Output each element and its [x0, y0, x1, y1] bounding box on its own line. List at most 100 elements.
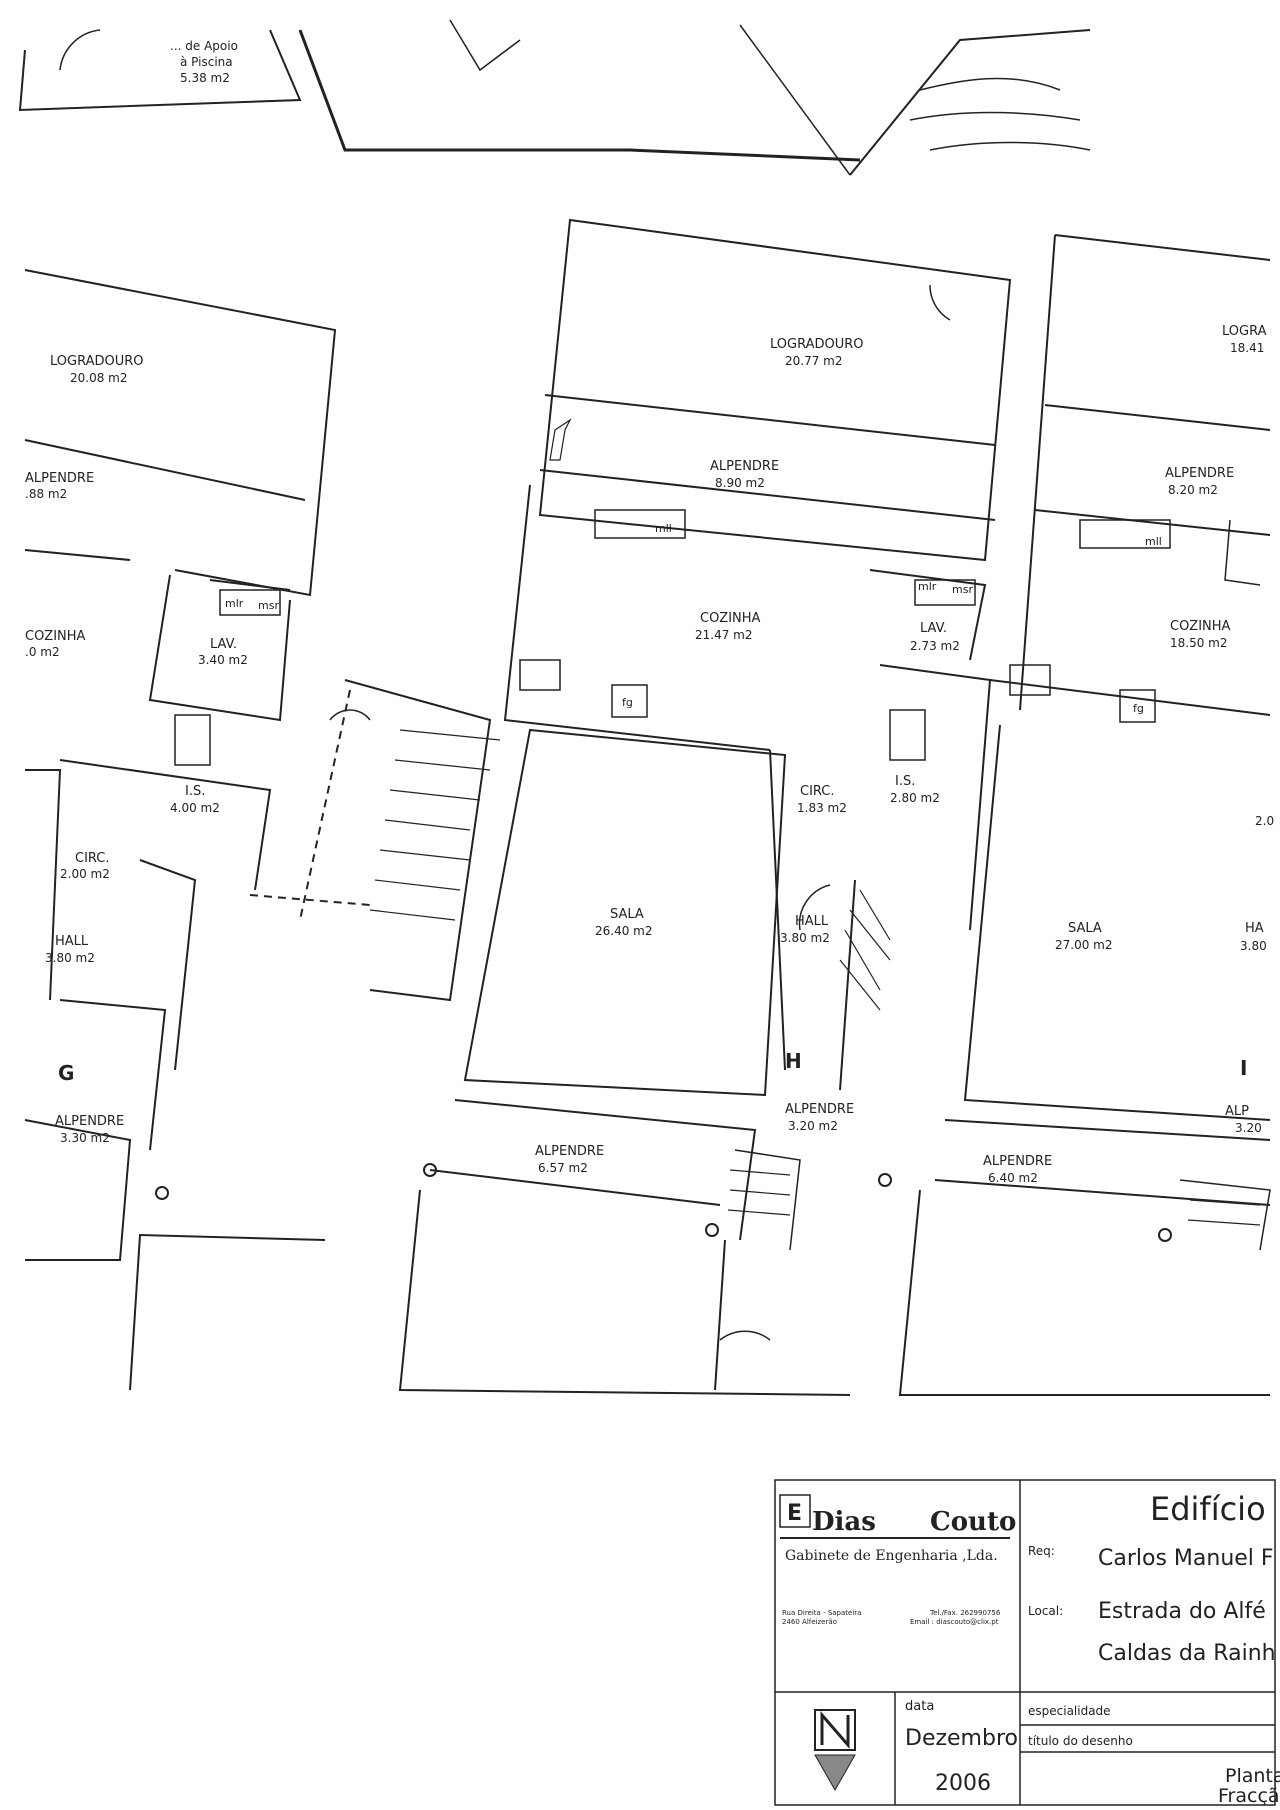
- drawing-title-label: título do desenho: [1028, 1734, 1133, 1748]
- area-g-alpendre-bottom: 3.30 m2: [60, 1131, 110, 1145]
- company-name-dias: Dias: [812, 1507, 876, 1537]
- req-value: Carlos Manuel F: [1098, 1546, 1274, 1571]
- req-label: Req:: [1028, 1544, 1055, 1558]
- drawing-title-1: Planta: [1225, 1765, 1280, 1787]
- pool-annex-labels: ... de Apoio à Piscina 5.38 m2: [170, 39, 238, 85]
- date-year: 2006: [935, 1771, 991, 1796]
- label-h-alpendre-top: ALPENDRE: [710, 459, 779, 474]
- label-g-circ: CIRC.: [75, 851, 110, 866]
- area-h-circ: 1.83 m2: [797, 801, 847, 815]
- columns: [155, 1163, 1172, 1242]
- fixture-i-ml: mll: [1145, 535, 1162, 548]
- label-g-alpendre-bottom: ALPENDRE: [55, 1114, 124, 1129]
- area-h-sala: 26.40 m2: [595, 924, 653, 938]
- area-i-cozinha: 18.50 m2: [1170, 636, 1228, 650]
- label-h-logradouro: LOGRADOURO: [770, 337, 864, 352]
- unit-g-labels: LOGRADOURO 20.08 m2 ALPENDRE .88 m2 COZI…: [25, 354, 279, 1145]
- area-h-cozinha: 21.47 m2: [695, 628, 753, 642]
- label-g-is: I.S.: [185, 784, 205, 799]
- label-i-logradouro: LOGRA: [1222, 324, 1267, 339]
- label-h-circ: CIRC.: [800, 784, 835, 799]
- unit-g-outline: [24, 269, 337, 1391]
- company-address-1: Rua Direita - Sapateira: [782, 1609, 861, 1617]
- area-annex: 5.38 m2: [180, 71, 230, 85]
- area-g-logradouro: 20.08 m2: [70, 371, 128, 385]
- label-h-alpendre-sala: ALPENDRE: [535, 1144, 604, 1159]
- fixture-g-msr: msr: [258, 599, 279, 612]
- unit-i-letter: I: [1240, 1056, 1247, 1080]
- label-h-cozinha: COZINHA: [700, 611, 761, 626]
- label-h-is: I.S.: [895, 774, 915, 789]
- fixture-h-fg: fg: [622, 696, 633, 709]
- area-h-alpendre-top: 8.90 m2: [715, 476, 765, 490]
- unit-h-labels: LOGRADOURO 20.77 m2 ALPENDRE 8.90 m2 COZ…: [535, 337, 973, 1175]
- company-subtitle: Gabinete de Engenharia ,Lda.: [785, 1548, 998, 1564]
- area-g-cozinha: .0 m2: [25, 645, 60, 659]
- unit-h-letter: H: [785, 1049, 802, 1073]
- project-title: Edifício: [1150, 1490, 1266, 1528]
- area-h-is: 2.80 m2: [890, 791, 940, 805]
- label-i-alpendre-sala: ALPENDRE: [983, 1154, 1052, 1169]
- area-h-alpendre-bottom: 3.20 m2: [788, 1119, 838, 1133]
- area-g-hall: 3.80 m2: [45, 951, 95, 965]
- unit-i-labels: LOGRA 18.41 ALPENDRE 8.20 m2 COZINHA 18.…: [983, 324, 1274, 1185]
- local-value-1: Estrada do Alfé: [1098, 1599, 1266, 1624]
- area-i-alpendre-top: 8.20 m2: [1168, 483, 1218, 497]
- fixture-g-mlr: mlr: [225, 597, 244, 610]
- label-h-lav: LAV.: [920, 621, 947, 636]
- local-value-2: Caldas da Rainh: [1098, 1641, 1276, 1666]
- company-logo-letter: E: [787, 1501, 802, 1526]
- area-g-lav: 3.40 m2: [198, 653, 248, 667]
- area-h-hall: 3.80 m2: [780, 931, 830, 945]
- company-name-couto: Couto: [930, 1507, 1016, 1537]
- area-g-is: 4.00 m2: [170, 801, 220, 815]
- label-annex-suffix: à Piscina: [180, 55, 233, 69]
- area-i-hall: 3.80: [1240, 939, 1267, 953]
- label-h-sala: SALA: [610, 907, 644, 922]
- area-i-alpendre-bottom: 3.20: [1235, 1121, 1262, 1135]
- area-i-alpendre-sala: 6.40 m2: [988, 1171, 1038, 1185]
- label-annex-prefix: ... de Apoio: [170, 39, 238, 53]
- label-g-cozinha: COZINHA: [25, 629, 86, 644]
- company-address-2: 2460 Alfeizerão: [782, 1618, 837, 1626]
- company-logo-box: [779, 1494, 811, 1528]
- label-i-cozinha: COZINHA: [1170, 619, 1231, 634]
- fixture-h-msr: msr: [952, 583, 973, 596]
- area-i-sala: 27.00 m2: [1055, 938, 1113, 952]
- fixture-i-fg: fg: [1133, 702, 1144, 715]
- label-i-sala: SALA: [1068, 921, 1102, 936]
- fixture-h-mlr: mlr: [918, 580, 937, 593]
- area-i-circ-partial: 2.0: [1255, 814, 1274, 828]
- north-arrow-icon: [814, 1709, 856, 1792]
- area-h-lav: 2.73 m2: [910, 639, 960, 653]
- local-label: Local:: [1028, 1604, 1063, 1618]
- label-h-alpendre-bottom: ALPENDRE: [785, 1102, 854, 1117]
- unit-g-letter: G: [58, 1061, 74, 1085]
- pool-annex-area: [18, 19, 1091, 176]
- fixture-h-ml: mll: [655, 522, 672, 535]
- company-contact-1: Tel./Fax. 262990756: [929, 1609, 1001, 1617]
- area-g-circ: 2.00 m2: [60, 867, 110, 881]
- spec-label: especialidade: [1028, 1704, 1111, 1718]
- unit-h-outline: [398, 218, 1012, 1396]
- area-h-alpendre-sala: 6.57 m2: [538, 1161, 588, 1175]
- label-h-hall: HALL: [795, 914, 829, 929]
- drawing-title-2: Fracçã: [1218, 1785, 1280, 1807]
- area-g-alpendre-top: .88 m2: [25, 487, 67, 501]
- label-g-logradouro: LOGRADOURO: [50, 354, 144, 369]
- label-i-alpendre-bottom: ALP: [1225, 1104, 1249, 1119]
- area-i-logradouro: 18.41: [1230, 341, 1264, 355]
- label-i-alpendre-top: ALPENDRE: [1165, 466, 1234, 481]
- company-contact-2: Email : diascouto@clix.pt: [910, 1618, 999, 1626]
- date-month: Dezembro: [905, 1726, 1018, 1751]
- label-g-lav: LAV.: [210, 637, 237, 652]
- date-label: data: [905, 1699, 934, 1714]
- walkway-stairs: [249, 679, 501, 1002]
- title-block: E Dias Couto Gabinete de Engenharia ,Lda…: [774, 1479, 1280, 1807]
- area-h-logradouro: 20.77 m2: [785, 354, 843, 368]
- unit-i-outline: [898, 234, 1271, 1396]
- label-i-hall: HA: [1245, 921, 1264, 936]
- label-g-hall: HALL: [55, 934, 89, 949]
- fixtures: [174, 509, 1171, 766]
